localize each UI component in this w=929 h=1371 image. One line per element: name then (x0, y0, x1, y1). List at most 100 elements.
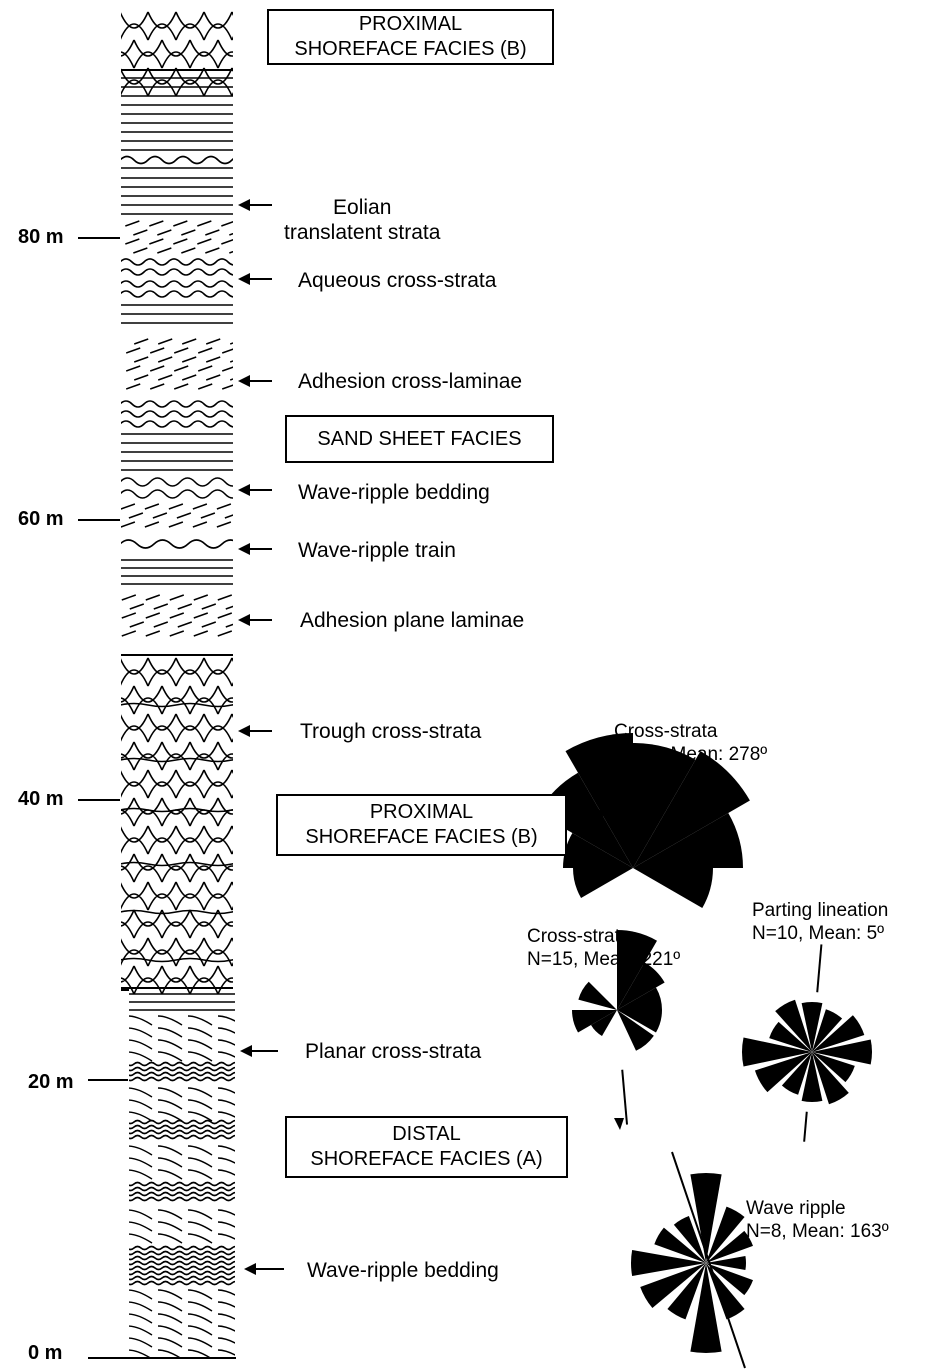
facies-box-distal: DISTAL SHOREFACE FACIES (A) (285, 1116, 568, 1178)
wave-ripple-bedding-pattern (120, 1188, 246, 1191)
facies-line: DISTAL (287, 1122, 566, 1147)
facies-line: SHOREFACE FACIES (A) (287, 1147, 566, 1172)
facies-line: PROXIMAL (269, 12, 552, 37)
wave-ripple-bedding-pattern (120, 490, 240, 498)
wave-ripple-bedding-pattern (120, 1068, 246, 1071)
label-arrows (238, 199, 284, 1275)
adhesion-laminae-pattern (133, 248, 243, 253)
planar-cross-strata-pattern (128, 1100, 242, 1109)
facies-box-proximal-top: PROXIMAL SHOREFACE FACIES (B) (267, 9, 554, 65)
planar-cross-strata-pattern (128, 1314, 242, 1323)
wave-ripple-bedding-pattern (120, 1126, 246, 1129)
label-planar-cross-strata: Planar cross-strata (305, 1039, 481, 1064)
wave-ripple-bedding-pattern (120, 1078, 246, 1081)
facies-line: SHOREFACE FACIES (B) (269, 37, 552, 62)
planar-cross-strata-pattern (128, 1158, 242, 1167)
adhesion-laminae-pattern (126, 348, 236, 353)
adhesion-laminae-pattern (121, 522, 231, 527)
label-arrow-head (238, 614, 250, 626)
wave-ripple-bedding-pattern (120, 1267, 246, 1270)
planar-cross-strata-pattern (128, 1040, 242, 1049)
adhesion-laminae-pattern (129, 513, 239, 518)
wave-ripple-bedding-pattern (120, 291, 240, 297)
scale-label-20m: 20 m (28, 1071, 74, 1094)
label-arrow-head (238, 375, 250, 387)
label-arrow-head (238, 484, 250, 496)
wave-ripple-bedding-pattern (120, 863, 288, 866)
trough-cross-strata-pattern (106, 798, 246, 826)
rose-stats: N=10, Mean: 5º (752, 922, 888, 945)
rose-petal (573, 868, 633, 898)
adhesion-laminae-pattern (130, 622, 240, 627)
wave-ripple-bedding-pattern (120, 1131, 246, 1134)
adhesion-laminae-pattern (126, 384, 236, 389)
planar-cross-strata-pattern (128, 1338, 242, 1347)
label-arrow-head (238, 199, 250, 211)
label-adhesion-cross-laminae: Adhesion cross-laminae (298, 369, 522, 394)
rose-annotation-cross-strata-24: Cross-strata N=24, Mean: 278º (614, 720, 767, 766)
wave-ripple-bedding-pattern (120, 1183, 246, 1186)
trough-cross-strata-pattern (120, 882, 260, 910)
planar-cross-strata-pattern (128, 1146, 242, 1155)
rose-petal (812, 1040, 872, 1065)
wave-ripple-bedding-pattern (120, 1121, 246, 1124)
planar-cross-strata-pattern (128, 1326, 242, 1335)
wave-ripple-bedding-pattern (120, 1277, 246, 1280)
planar-cross-strata-pattern (128, 1302, 242, 1311)
label-arrow-head (244, 1263, 256, 1275)
rose-stats: N=8, Mean: 163º (746, 1220, 889, 1243)
wave-ripple-bedding-pattern (120, 911, 288, 914)
rose-diagrams (538, 733, 872, 1368)
wave-ripple-bedding-pattern (120, 1193, 246, 1196)
label-aqueous-cross-strata: Aqueous cross-strata (298, 268, 496, 293)
adhesion-laminae-pattern (134, 375, 244, 380)
wave-ripple-bedding-pattern (120, 1073, 246, 1076)
label-arrow-head (238, 725, 250, 737)
rose-wave-ripple (631, 1152, 753, 1368)
trough-cross-strata-pattern (120, 12, 260, 40)
label-wave-ripple-bedding-lower: Wave-ripple bedding (307, 1258, 499, 1283)
adhesion-laminae-pattern (133, 230, 243, 235)
rose-annotation-cross-strata-15: Cross-strata N=15, Mean: 221º (527, 925, 680, 971)
rose-mean-line (804, 1112, 807, 1142)
planar-cross-strata-pattern (128, 1028, 242, 1037)
adhesion-laminae-pattern (126, 366, 236, 371)
adhesion-laminae-pattern (122, 631, 232, 636)
label-adhesion-plane-laminae: Adhesion plane laminae (300, 608, 524, 633)
rose-mean-line (622, 1070, 627, 1125)
label-eolian-strata: Eolian translatent strata (284, 195, 440, 245)
facies-box-sand-sheet: SAND SHEET FACIES (285, 415, 554, 463)
label-arrow-head (238, 273, 250, 285)
rose-petal (802, 1052, 823, 1102)
rose-annotation-wave-ripple: Wave ripple N=8, Mean: 163º (746, 1197, 889, 1243)
adhesion-laminae-pattern (121, 504, 231, 509)
scale-label-80m: 80 m (18, 226, 64, 249)
wave-ripple-bedding-pattern (120, 1198, 246, 1201)
wave-ripple-bedding-pattern (120, 421, 240, 427)
rose-annotation-parting-lineation: Parting lineation N=10, Mean: 5º (752, 899, 888, 945)
trough-cross-strata-pattern (120, 658, 260, 686)
rose-title: Parting lineation (752, 899, 888, 922)
rose-title: Cross-strata (527, 925, 680, 948)
planar-cross-strata-pattern (128, 1088, 242, 1097)
facies-box-proximal-mid: PROXIMAL SHOREFACE FACIES (B) (276, 794, 567, 856)
planar-cross-strata-pattern (128, 1290, 242, 1299)
rose-petal (578, 982, 617, 1010)
wave-ripple-bedding-pattern (120, 1262, 246, 1265)
rose-title: Cross-strata (614, 720, 767, 743)
trough-cross-strata-pattern (120, 770, 260, 798)
rose-stats: N=15, Mean: 221º (527, 948, 680, 971)
wave-ripple-bedding-pattern (120, 1272, 246, 1275)
wave-ripple-bedding-pattern (120, 1282, 246, 1285)
column-outline (120, 10, 236, 1358)
rose-parting-lineation (742, 944, 872, 1141)
planar-cross-strata-pattern (128, 1210, 242, 1219)
adhesion-laminae-pattern (134, 339, 244, 344)
planar-cross-strata-pattern (128, 1222, 242, 1231)
trough-cross-strata-pattern (120, 68, 260, 96)
scale-label-60m: 60 m (18, 508, 64, 531)
trough-cross-strata-pattern (106, 910, 246, 938)
label-arrow-head (238, 543, 250, 555)
wave-ripple-bedding-pattern (120, 1136, 246, 1139)
label-trough-cross-strata: Trough cross-strata (300, 719, 481, 744)
